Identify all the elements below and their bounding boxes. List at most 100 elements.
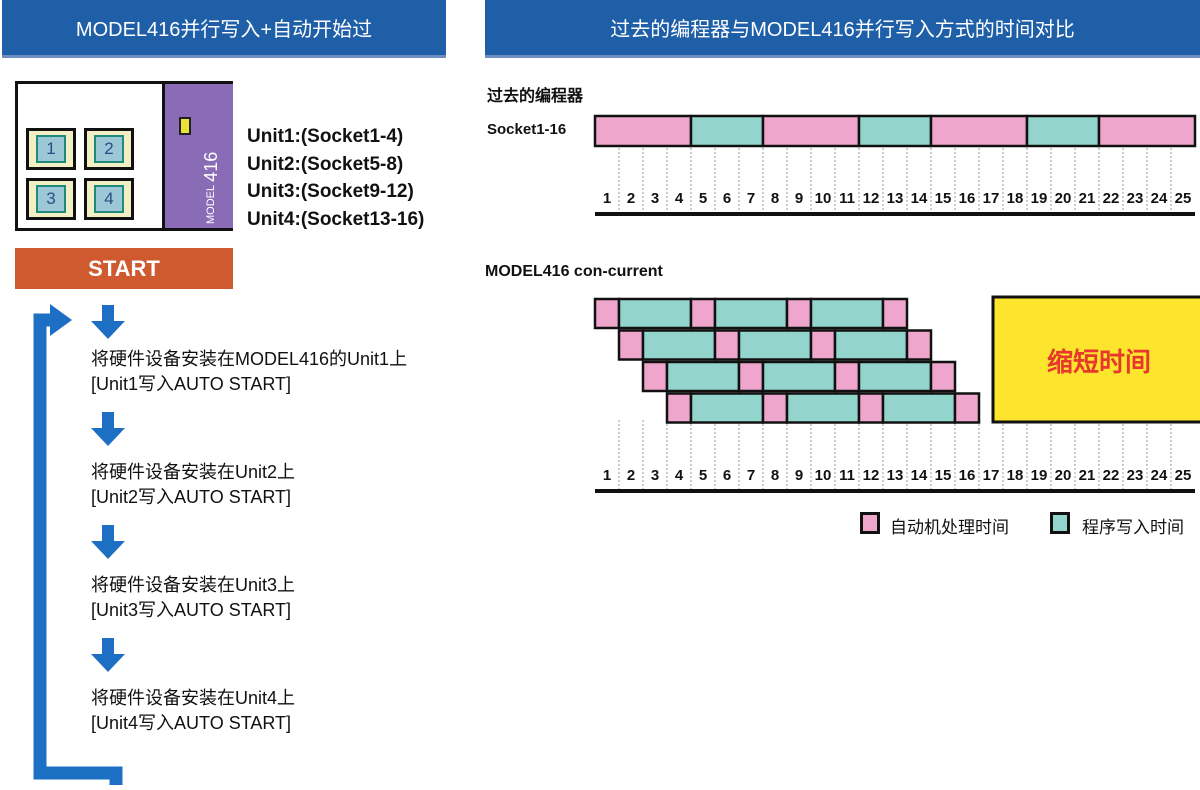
legacy-tick-label: 21 xyxy=(1079,190,1096,207)
model416-row4-handling-bar xyxy=(761,392,789,424)
legacy-tick-label: 1 xyxy=(603,190,611,207)
model416-tick-label: 20 xyxy=(1055,467,1072,484)
legacy-programming-bar xyxy=(857,114,933,148)
legend-handling-label: 自动机处理时间 xyxy=(890,518,1009,537)
legacy-programming-bar xyxy=(1025,114,1101,148)
model416-tick-label: 3 xyxy=(651,467,659,484)
model416-row1-programming-bar xyxy=(713,297,789,330)
start-bar: START xyxy=(15,248,233,289)
step-3-line2: [Unit3写入AUTO START] xyxy=(91,600,292,620)
model416-tick-label: 2 xyxy=(627,467,635,484)
model416-chart-title: MODEL416 con-current xyxy=(485,263,663,280)
unit-mapping: Unit1:(Socket1-4) Unit2:(Socket5-8) Unit… xyxy=(247,123,424,233)
model416-row1-programming-bar xyxy=(809,297,885,330)
model416-tick-label: 5 xyxy=(699,467,707,484)
legacy-tick-label: 19 xyxy=(1031,190,1048,207)
legacy-tick-label: 8 xyxy=(771,190,779,207)
socket-1: 1 xyxy=(26,128,76,170)
model416-row3-programming-bar xyxy=(761,360,837,393)
legacy-tick-label: 16 xyxy=(959,190,976,207)
step-4-line2: [Unit4写入AUTO START] xyxy=(91,713,292,733)
legacy-tick-label: 10 xyxy=(815,190,832,207)
model416-row3-handling-bar xyxy=(929,360,957,393)
step-4: 将硬件设备安装在Unit4上 [Unit4写入AUTO START] xyxy=(91,686,295,736)
step-1: 将硬件设备安装在MODEL416的Unit1上 [Unit1写入AUTO STA… xyxy=(91,347,407,397)
loop-arrow-icon xyxy=(33,304,123,785)
legacy-handling-bar xyxy=(1097,114,1197,148)
model416-row4-handling-bar xyxy=(857,392,885,424)
legacy-tick-label: 7 xyxy=(747,190,755,207)
legacy-programming-bar xyxy=(689,114,765,148)
legacy-tick-label: 17 xyxy=(983,190,1000,207)
model416-row2-handling-bar xyxy=(617,329,645,361)
model416-row1-handling-bar xyxy=(785,297,813,330)
socket-4: 4 xyxy=(84,178,134,220)
left-header: MODEL416并行写入+自动开始过 xyxy=(2,0,446,58)
unit-map-2: Unit2:(Socket5-8) xyxy=(247,153,404,175)
step-1-line2: [Unit1写入AUTO START] xyxy=(91,374,292,394)
legacy-tick-label: 13 xyxy=(887,190,904,207)
legacy-tick-label: 20 xyxy=(1055,190,1072,207)
model416-tick-label: 23 xyxy=(1127,467,1144,484)
step-1-line1: 将硬件设备安装在MODEL416的Unit1上 xyxy=(91,349,408,369)
model416-tick-label: 13 xyxy=(887,467,904,484)
legacy-tick-label: 12 xyxy=(863,190,880,207)
model416-tick-label: 11 xyxy=(839,467,855,484)
model416-panel: MODEL 416 xyxy=(162,84,233,228)
step-2-line2: [Unit2写入AUTO START] xyxy=(91,487,292,507)
time-saved-label: 缩短时间 xyxy=(1047,347,1151,377)
model416-row4-programming-bar xyxy=(689,392,765,424)
step-1-arrow-icon xyxy=(91,305,125,339)
legacy-tick-label: 18 xyxy=(1007,190,1024,207)
model416-row2-handling-bar xyxy=(713,329,741,361)
right-header: 过去的编程器与MODEL416并行写入方式的时间对比 xyxy=(485,0,1200,58)
model416-row4-handling-bar xyxy=(953,392,981,424)
socket-2-label: 2 xyxy=(94,135,124,163)
model416-tick-label: 16 xyxy=(959,467,976,484)
model416-tick-label: 7 xyxy=(747,467,755,484)
legacy-tick-label: 14 xyxy=(911,190,928,207)
model416-tick-label: 17 xyxy=(983,467,1000,484)
step-3-arrow-icon xyxy=(91,525,125,559)
step-3: 将硬件设备安装在Unit3上 [Unit3写入AUTO START] xyxy=(91,573,295,623)
unit-map-4: Unit4:(Socket13-16) xyxy=(247,208,425,230)
legend-programming-swatch xyxy=(1050,512,1070,534)
legacy-row-label: Socket1-16 xyxy=(487,121,567,138)
legacy-tick-label: 2 xyxy=(627,190,635,207)
legacy-chart-title: 过去的编程器 xyxy=(487,88,584,105)
model416-row2-programming-bar xyxy=(737,329,813,361)
time-saved-block xyxy=(991,295,1200,424)
model416-tick-label: 8 xyxy=(771,467,779,484)
model416-row3-programming-bar xyxy=(665,360,741,393)
legacy-handling-bar xyxy=(929,114,1029,148)
model416-row4-programming-bar xyxy=(881,392,957,424)
model416-tick-label: 9 xyxy=(795,467,803,484)
model416-tick-label: 1 xyxy=(603,467,611,484)
step-2-line1: 将硬件设备安装在Unit2上 xyxy=(91,462,296,482)
legacy-handling-bar xyxy=(593,114,693,148)
step-4-line1: 将硬件设备安装在Unit4上 xyxy=(91,688,296,708)
socket-3-label: 3 xyxy=(36,185,66,213)
model416-row2-handling-bar xyxy=(905,329,933,361)
model416-row2-programming-bar xyxy=(833,329,909,361)
model416-row1-handling-bar xyxy=(689,297,717,330)
legacy-tick-label: 11 xyxy=(839,190,855,207)
legacy-tick-label: 15 xyxy=(935,190,952,207)
model416-tick-label: 14 xyxy=(911,467,928,484)
step-3-line1: 将硬件设备安装在Unit3上 xyxy=(91,575,296,595)
model416-row1-handling-bar xyxy=(881,297,909,330)
model416-tick-label: 21 xyxy=(1079,467,1096,484)
model416-row3-handling-bar xyxy=(833,360,861,393)
model416-tick-label: 15 xyxy=(935,467,952,484)
step-2: 将硬件设备安装在Unit2上 [Unit2写入AUTO START] xyxy=(91,460,295,510)
device-illustration: 1 2 3 4 MODEL 416 xyxy=(15,81,233,231)
socket-3: 3 xyxy=(26,178,76,220)
legacy-tick-label: 23 xyxy=(1127,190,1144,207)
model416-row2-handling-bar xyxy=(809,329,837,361)
legacy-tick-label: 4 xyxy=(675,190,684,207)
legacy-tick-label: 6 xyxy=(723,190,731,207)
model416-tick-label: 18 xyxy=(1007,467,1024,484)
status-led-icon xyxy=(179,117,191,135)
socket-2: 2 xyxy=(84,128,134,170)
